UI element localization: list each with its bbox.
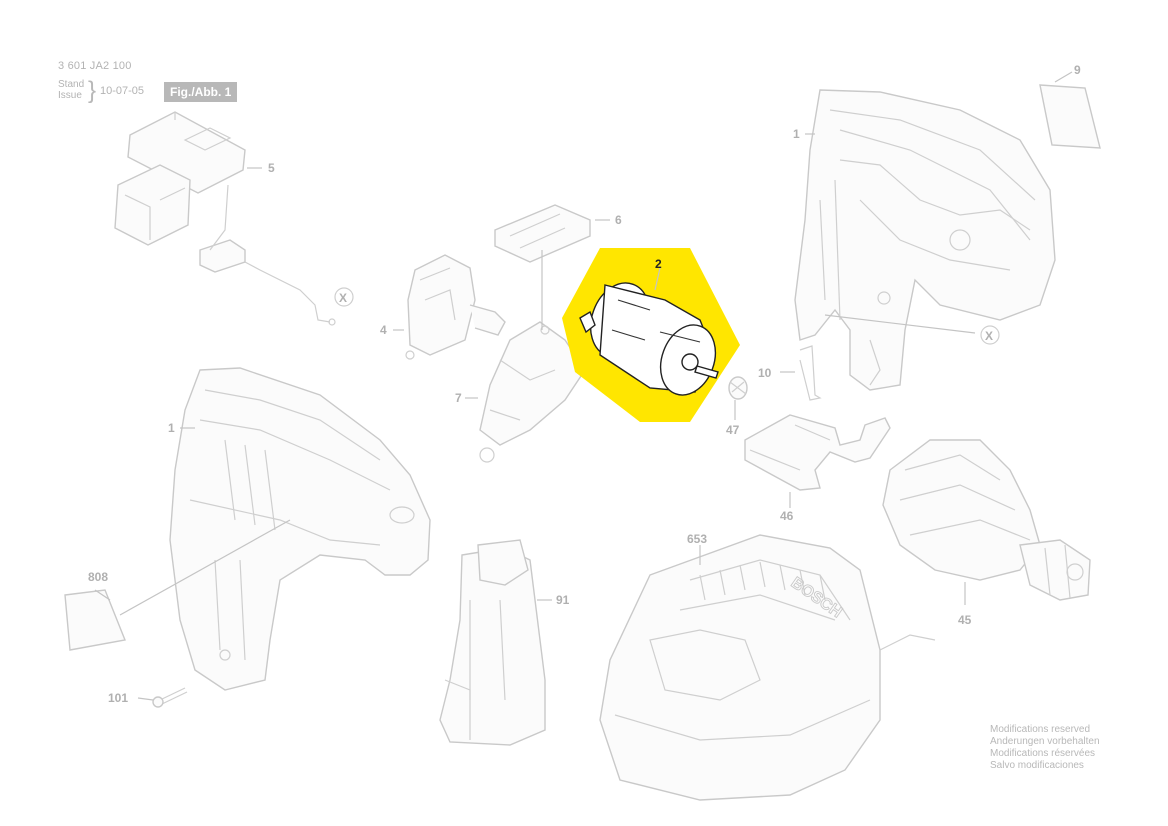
callout-47[interactable]: 47 xyxy=(726,423,740,437)
modifications-notice: Modifications reserved Anderungen vorbeh… xyxy=(990,724,1100,772)
issue-date: 10-07-05 xyxy=(100,85,145,97)
part-101-screw[interactable] xyxy=(152,687,188,708)
callout-808[interactable]: 808 xyxy=(88,570,108,584)
callout-46[interactable]: 46 xyxy=(780,509,794,523)
stand-label: Stand xyxy=(58,79,85,90)
part-91-battery[interactable] xyxy=(439,539,546,746)
part-45-gearbox[interactable] xyxy=(882,439,1091,601)
brace-glyph: } xyxy=(88,77,97,104)
callout-101[interactable]: 101 xyxy=(108,691,128,705)
modifications-line-es: Salvo modificaciones xyxy=(990,760,1084,771)
callout-1-top[interactable]: 1 xyxy=(793,127,800,141)
part-808-label[interactable] xyxy=(64,589,126,651)
part-47-pinion[interactable] xyxy=(728,376,748,400)
callout-653[interactable]: 653 xyxy=(687,532,707,546)
part-5-electronics[interactable] xyxy=(114,111,336,326)
part-653-charger[interactable] xyxy=(599,534,936,801)
callout-45[interactable]: 45 xyxy=(958,613,972,627)
issue-block: Stand Issue } 10-07-05 Fig./Abb. 1 xyxy=(58,77,258,110)
callout-6[interactable]: 6 xyxy=(615,213,622,227)
modifications-line-en: Modifications reserved xyxy=(990,724,1091,735)
x-marker-left-label: X xyxy=(339,291,347,305)
document-number: 3 601 JA2 100 xyxy=(58,60,132,72)
callout-91[interactable]: 91 xyxy=(556,593,570,607)
leader-lines xyxy=(94,71,1073,701)
part-1-housing-left[interactable] xyxy=(169,367,431,691)
figure-badge: Fig./Abb. 1 xyxy=(164,82,238,102)
modifications-line-de: Anderungen vorbehalten xyxy=(990,736,1100,747)
callout-9[interactable]: 9 xyxy=(1074,63,1081,77)
x-marker-left xyxy=(334,287,354,307)
callout-2[interactable]: 2 xyxy=(655,257,662,271)
part-4-switch[interactable] xyxy=(405,254,506,360)
part-1-housing-right[interactable] xyxy=(794,89,1056,391)
x-marker-right xyxy=(980,325,1000,345)
x-marker-right-label: X xyxy=(985,329,993,343)
modifications-line-fr: Modifications réservées xyxy=(990,748,1096,759)
issue-label: Issue xyxy=(58,90,82,101)
part-9-label[interactable] xyxy=(1039,84,1101,149)
callout-5[interactable]: 5 xyxy=(268,161,275,175)
part-6-slide[interactable] xyxy=(494,204,591,263)
part-2-motor[interactable] xyxy=(579,275,725,403)
callout-10[interactable]: 10 xyxy=(758,366,772,380)
callout-4[interactable]: 4 xyxy=(380,323,387,337)
part-10-clip[interactable] xyxy=(799,345,822,401)
part-7-reverse-switch[interactable] xyxy=(479,321,586,463)
callout-1-bottom[interactable]: 1 xyxy=(168,421,175,435)
callout-7[interactable]: 7 xyxy=(455,391,462,405)
part-46-rail[interactable] xyxy=(744,414,891,491)
